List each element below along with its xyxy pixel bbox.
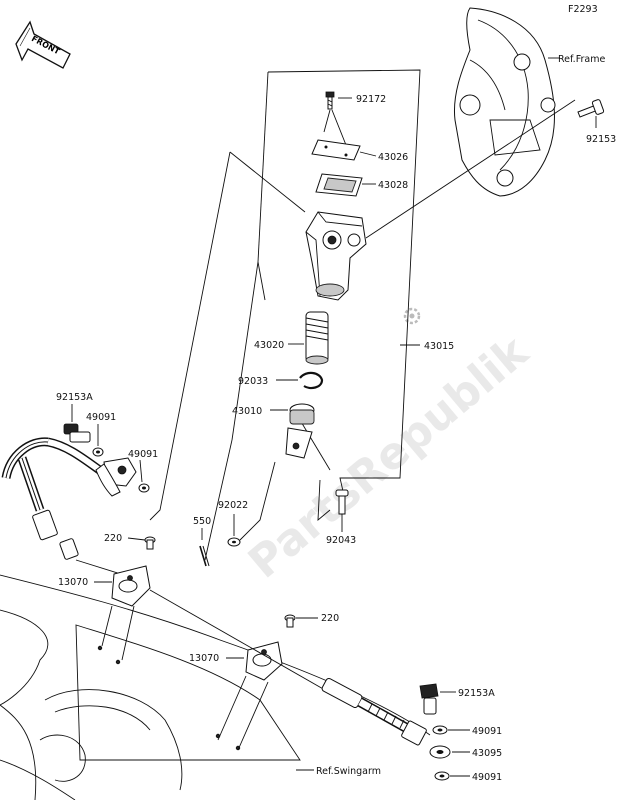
label-43028: 43028 [378,180,408,191]
bolt-92153A-left-icon [63,423,91,443]
label-550: 550 [193,516,211,527]
pushrod-43010 [285,403,315,459]
bolt-220-b-icon [284,614,296,628]
label-49091-c: 49091 [472,726,502,737]
label-92153: 92153 [586,134,616,145]
label-43015: 43015 [424,341,454,352]
label-13070-a: 13070 [58,577,88,588]
washer-49091-a [92,447,104,457]
banjo-fitting-43095 [429,745,451,759]
watermark-gear-icon [403,307,421,325]
washer-49091-c [432,725,448,735]
washer-92022 [227,537,241,547]
label-43020: 43020 [254,340,284,351]
bolt-92153-icon [577,99,605,118]
watermark: PartsRepublik [239,325,539,588]
mount-line [365,99,576,239]
brake-hose-left [1,437,111,560]
assembly-bracket [149,69,421,561]
clamp-b-mount [217,675,269,751]
cotter-pin-550 [199,545,210,567]
banjo-fitting-left [95,457,137,497]
label-92043: 92043 [326,535,356,546]
leader-43026 [359,151,377,157]
washer-49091-d [434,771,450,781]
label-92153A-left: 92153A [56,392,93,403]
bolt-92153A-right-icon [419,683,439,715]
diagram-code: F2293 [568,4,598,15]
bolt-220-a-icon [144,536,156,550]
diaphragm-43028 [315,173,363,197]
piston-spring-43020 [305,311,329,365]
ref-swingarm-label: Ref.Swingarm [316,766,381,777]
label-49091-a: 49091 [86,412,116,423]
reservoir-cap-43026 [311,139,361,161]
washer-49091-b [138,483,150,493]
ref-frame-label: Ref.Frame [558,54,605,65]
label-92172: 92172 [356,94,386,105]
label-49091-d: 49091 [472,772,502,783]
circlip-92033 [299,371,324,390]
label-13070-b: 13070 [189,653,219,664]
leader-49091-b [139,459,143,483]
label-220-b: 220 [321,613,339,624]
leader-220-a [127,537,146,541]
label-92022: 92022 [218,500,248,511]
label-92153A-right: 92153A [458,688,495,699]
label-43010: 43010 [232,406,262,417]
label-220-a: 220 [104,533,122,544]
label-92033: 92033 [238,376,268,387]
clamp-a-mount [101,605,135,661]
front-arrow-icon [15,20,71,69]
frame-bracket [453,7,556,197]
screw-92172-icon [325,91,335,110]
clamp-13070-a [111,565,151,607]
label-49091-b: 49091 [128,449,158,460]
leader-92172-cap [323,109,349,151]
brake-hose-right [149,589,427,746]
label-43095: 43095 [472,748,502,759]
master-cylinder-body [305,211,367,301]
label-43026: 43026 [378,152,408,163]
